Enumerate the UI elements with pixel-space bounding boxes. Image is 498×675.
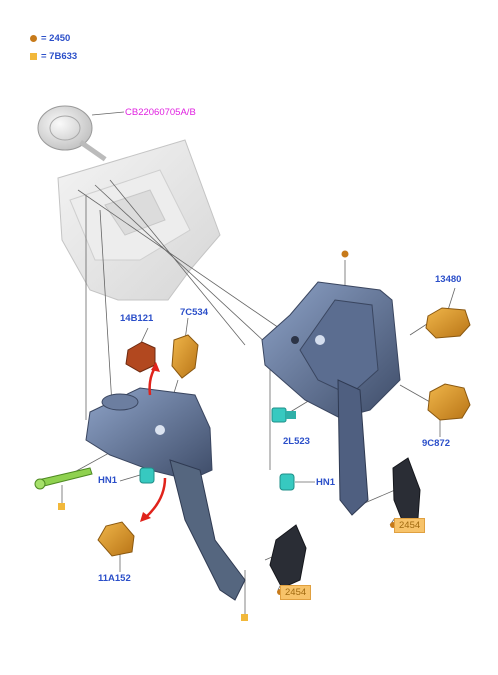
circle-icon [30, 35, 37, 42]
callout-switch-left-a[interactable]: 14B121 [120, 313, 154, 324]
right-switch-13480 [425, 307, 471, 339]
rotation-arrows [140, 362, 167, 522]
square-icon [30, 53, 37, 60]
callout-clip-left[interactable]: HN1 [98, 475, 118, 486]
callout-sensor-left[interactable]: 11A152 [98, 573, 131, 584]
firewall-panel [57, 139, 221, 301]
callout-sensor-right[interactable]: 9C872 [422, 438, 450, 449]
left-clip-HN1 [139, 467, 155, 484]
legend-nut-label: = 2450 [41, 33, 71, 44]
bolt-7B633-marker-left [58, 503, 65, 510]
right-pedal-pad [392, 457, 421, 526]
left-sensor-11A152 [97, 521, 135, 557]
right-bushing-2L523 [271, 407, 296, 423]
right-sensor-9C872 [427, 383, 471, 421]
left-pedal-pad [269, 524, 307, 589]
left-switch-14B121 [125, 341, 156, 373]
legend-nut: = 2450 [30, 33, 70, 44]
left-switch-7C534 [171, 334, 199, 379]
nut-2450-marker-top [341, 250, 349, 258]
right-pedal-bracket [261, 281, 401, 516]
legend-bolt-label: = 7B633 [41, 51, 78, 62]
callout-pad-left[interactable]: 2454 [280, 585, 312, 600]
green-bolt [34, 467, 93, 490]
right-clip-HN1 [279, 473, 295, 491]
callout-switch-left-b[interactable]: 7C534 [180, 307, 208, 318]
left-pedal-bracket [85, 387, 246, 601]
brake-booster [37, 105, 107, 162]
legend-bolt: = 7B633 [30, 51, 77, 62]
callout-clip-right[interactable]: HN1 [316, 477, 336, 488]
bolt-7B633-marker-bottom [241, 614, 248, 621]
callout-booster[interactable]: CB22060705A/B [125, 107, 196, 118]
callout-bushing-right[interactable]: 2L523 [283, 436, 310, 447]
callout-switch-right[interactable]: 13480 [435, 274, 462, 285]
callout-pad-right[interactable]: 2454 [394, 518, 426, 533]
